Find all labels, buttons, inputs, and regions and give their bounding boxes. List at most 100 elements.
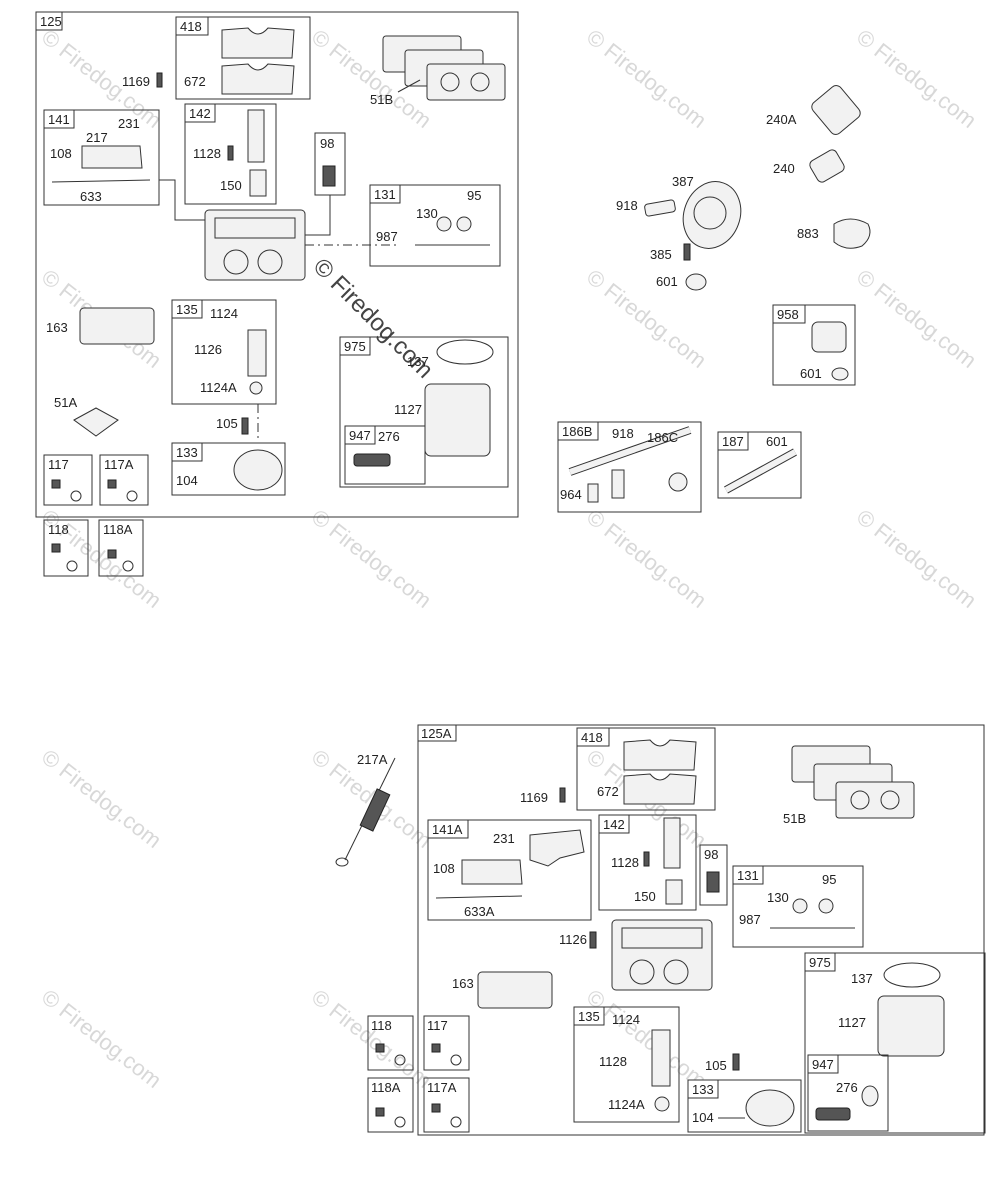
part-label: 186C [647,430,678,445]
kit-142-frame [598,814,697,911]
watermark-text: © Firedog.com [37,984,166,1093]
gasket-part [623,739,697,771]
box-label: 125 [40,14,62,29]
watermark-text: © Firedog.com [852,504,981,613]
part-label: 137 [407,354,429,369]
box-label: 947 [349,428,371,443]
part-label: 1124A [608,1097,645,1112]
watermark-text: © Firedog.com [582,984,711,1093]
kit-975-frame [804,952,986,1134]
part-label: 1124 [612,1012,640,1027]
box-label: 131 [737,868,759,883]
part-label: 95 [822,872,836,887]
part-label: 633 [80,189,102,204]
kit-98-frame [699,844,728,906]
box-label: 135 [578,1009,600,1024]
watermark-text: © Firedog.com [852,24,981,133]
kit-135-frame [573,1006,680,1123]
kit-133-frame [687,1079,802,1133]
gasket-part [833,218,871,249]
float-part [247,329,267,377]
part-label: 231 [118,116,140,131]
box-label: 118 [48,522,69,537]
gasket-part [221,27,295,59]
part-label: 1126 [559,932,587,947]
part-label: 1127 [838,1015,866,1030]
box-label: 117 [48,457,69,472]
part-label: 108 [50,146,72,161]
part-label: 1169 [520,790,548,805]
part-label: 137 [851,971,873,986]
screw-part [156,72,163,88]
watermark-text: © Firedog.com [37,744,166,853]
box-label: 975 [344,339,366,354]
valve-part [811,321,847,353]
fuel-components: 240A 240 387 918 883 385 601 958 601 186… [557,85,871,513]
kit-118A-frame [98,519,144,577]
part-label: 672 [597,784,619,799]
box-label: 135 [176,302,198,317]
part-label: 1126 [194,342,222,357]
box-label: 141A [432,822,463,837]
float-part [651,1029,671,1087]
kit-947-frame [344,425,426,485]
plate-part [81,145,143,169]
watermark-text: © Firedog.com [307,984,436,1093]
part-label: 163 [452,976,474,991]
assembly-125: 125 418 672 1169 51B 141 231 217 108 633 [35,11,519,518]
plate-part [461,859,523,885]
kit-118-frame [367,1015,414,1071]
kit-186B-frame [557,421,702,513]
part-label: 217A [357,752,388,767]
fuel-pump-part [682,181,742,249]
part-label: 150 [220,178,242,193]
hose-part [644,199,676,217]
watermark-text: © Firedog.com [582,504,711,613]
box-label: 947 [812,1057,834,1072]
part-label: 51A [54,395,77,410]
watermark-text: © Firedog.com [582,24,711,133]
kit-947-frame [807,1054,889,1132]
watermark-text: © Firedog.com [307,504,436,613]
box-label: 141 [48,112,70,127]
part-label: 231 [493,831,515,846]
watermark-text: © Firedog.com [37,504,166,613]
kit-117-frame [423,1015,470,1071]
kit-135-frame [171,299,277,405]
gasket-51B-stack [791,745,915,819]
box-label: 117A [427,1080,457,1095]
bracket-part [247,109,265,163]
kit-418-frame [175,16,311,100]
fuel-bowl-part [424,383,491,457]
assembly-125A: 125A 418 672 1169 51B 141A 231 108 633A … [417,724,986,1136]
kit-141A-frame [427,819,592,921]
assembly-frame [417,724,985,1136]
kits-118-bottom: 118 118A [367,1015,414,1133]
bracket-part [529,829,585,867]
part-label: 105 [216,416,238,431]
part-label: 276 [378,429,400,444]
box-label: 118 [371,1018,392,1033]
fuel-filter-part [811,85,861,135]
part-label: 130 [767,890,789,905]
box-label: 418 [180,19,202,34]
part-label: 1128 [193,146,221,161]
part-label: 387 [672,174,694,189]
carburetor-body [204,209,306,281]
box-label: 133 [176,445,198,460]
part-label: 240A [766,112,797,127]
carburetor-body [611,919,713,991]
kit-118A-frame [367,1077,414,1133]
box-label: 187 [722,434,744,449]
box-label: 418 [581,730,603,745]
box-label: 117A [104,457,134,472]
clamp-part [685,273,707,291]
kit-141-frame [43,109,160,206]
kit-975-frame [339,336,509,488]
part-label: 1127 [394,402,422,417]
gasket-part [477,971,553,1009]
gasket-part [221,63,295,95]
gasket-51B-stack [382,35,506,101]
part-label: 987 [376,229,398,244]
